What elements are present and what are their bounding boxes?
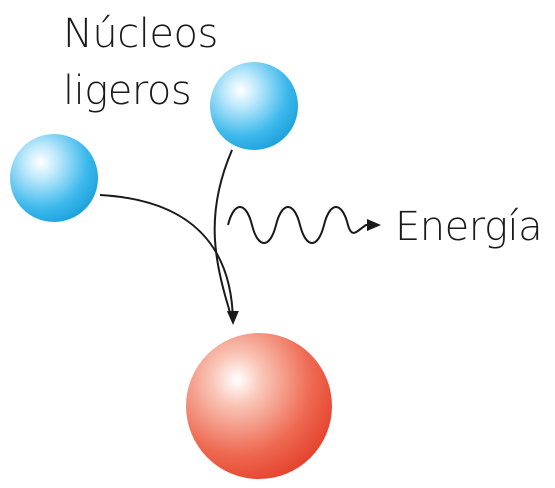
light-nuclei-label-line2: ligeros	[63, 68, 191, 114]
energy-label: Energía	[395, 204, 542, 250]
light-nucleus-right	[210, 62, 298, 150]
arrow-from-left-nucleus	[99, 194, 239, 325]
heavy-nucleus	[186, 333, 332, 479]
energy-wave	[227, 206, 381, 244]
arrow-from-right-nucleus	[213, 149, 234, 323]
light-nucleus-left	[10, 134, 98, 222]
light-nuclei-label-line1: Núcleos	[63, 11, 218, 57]
